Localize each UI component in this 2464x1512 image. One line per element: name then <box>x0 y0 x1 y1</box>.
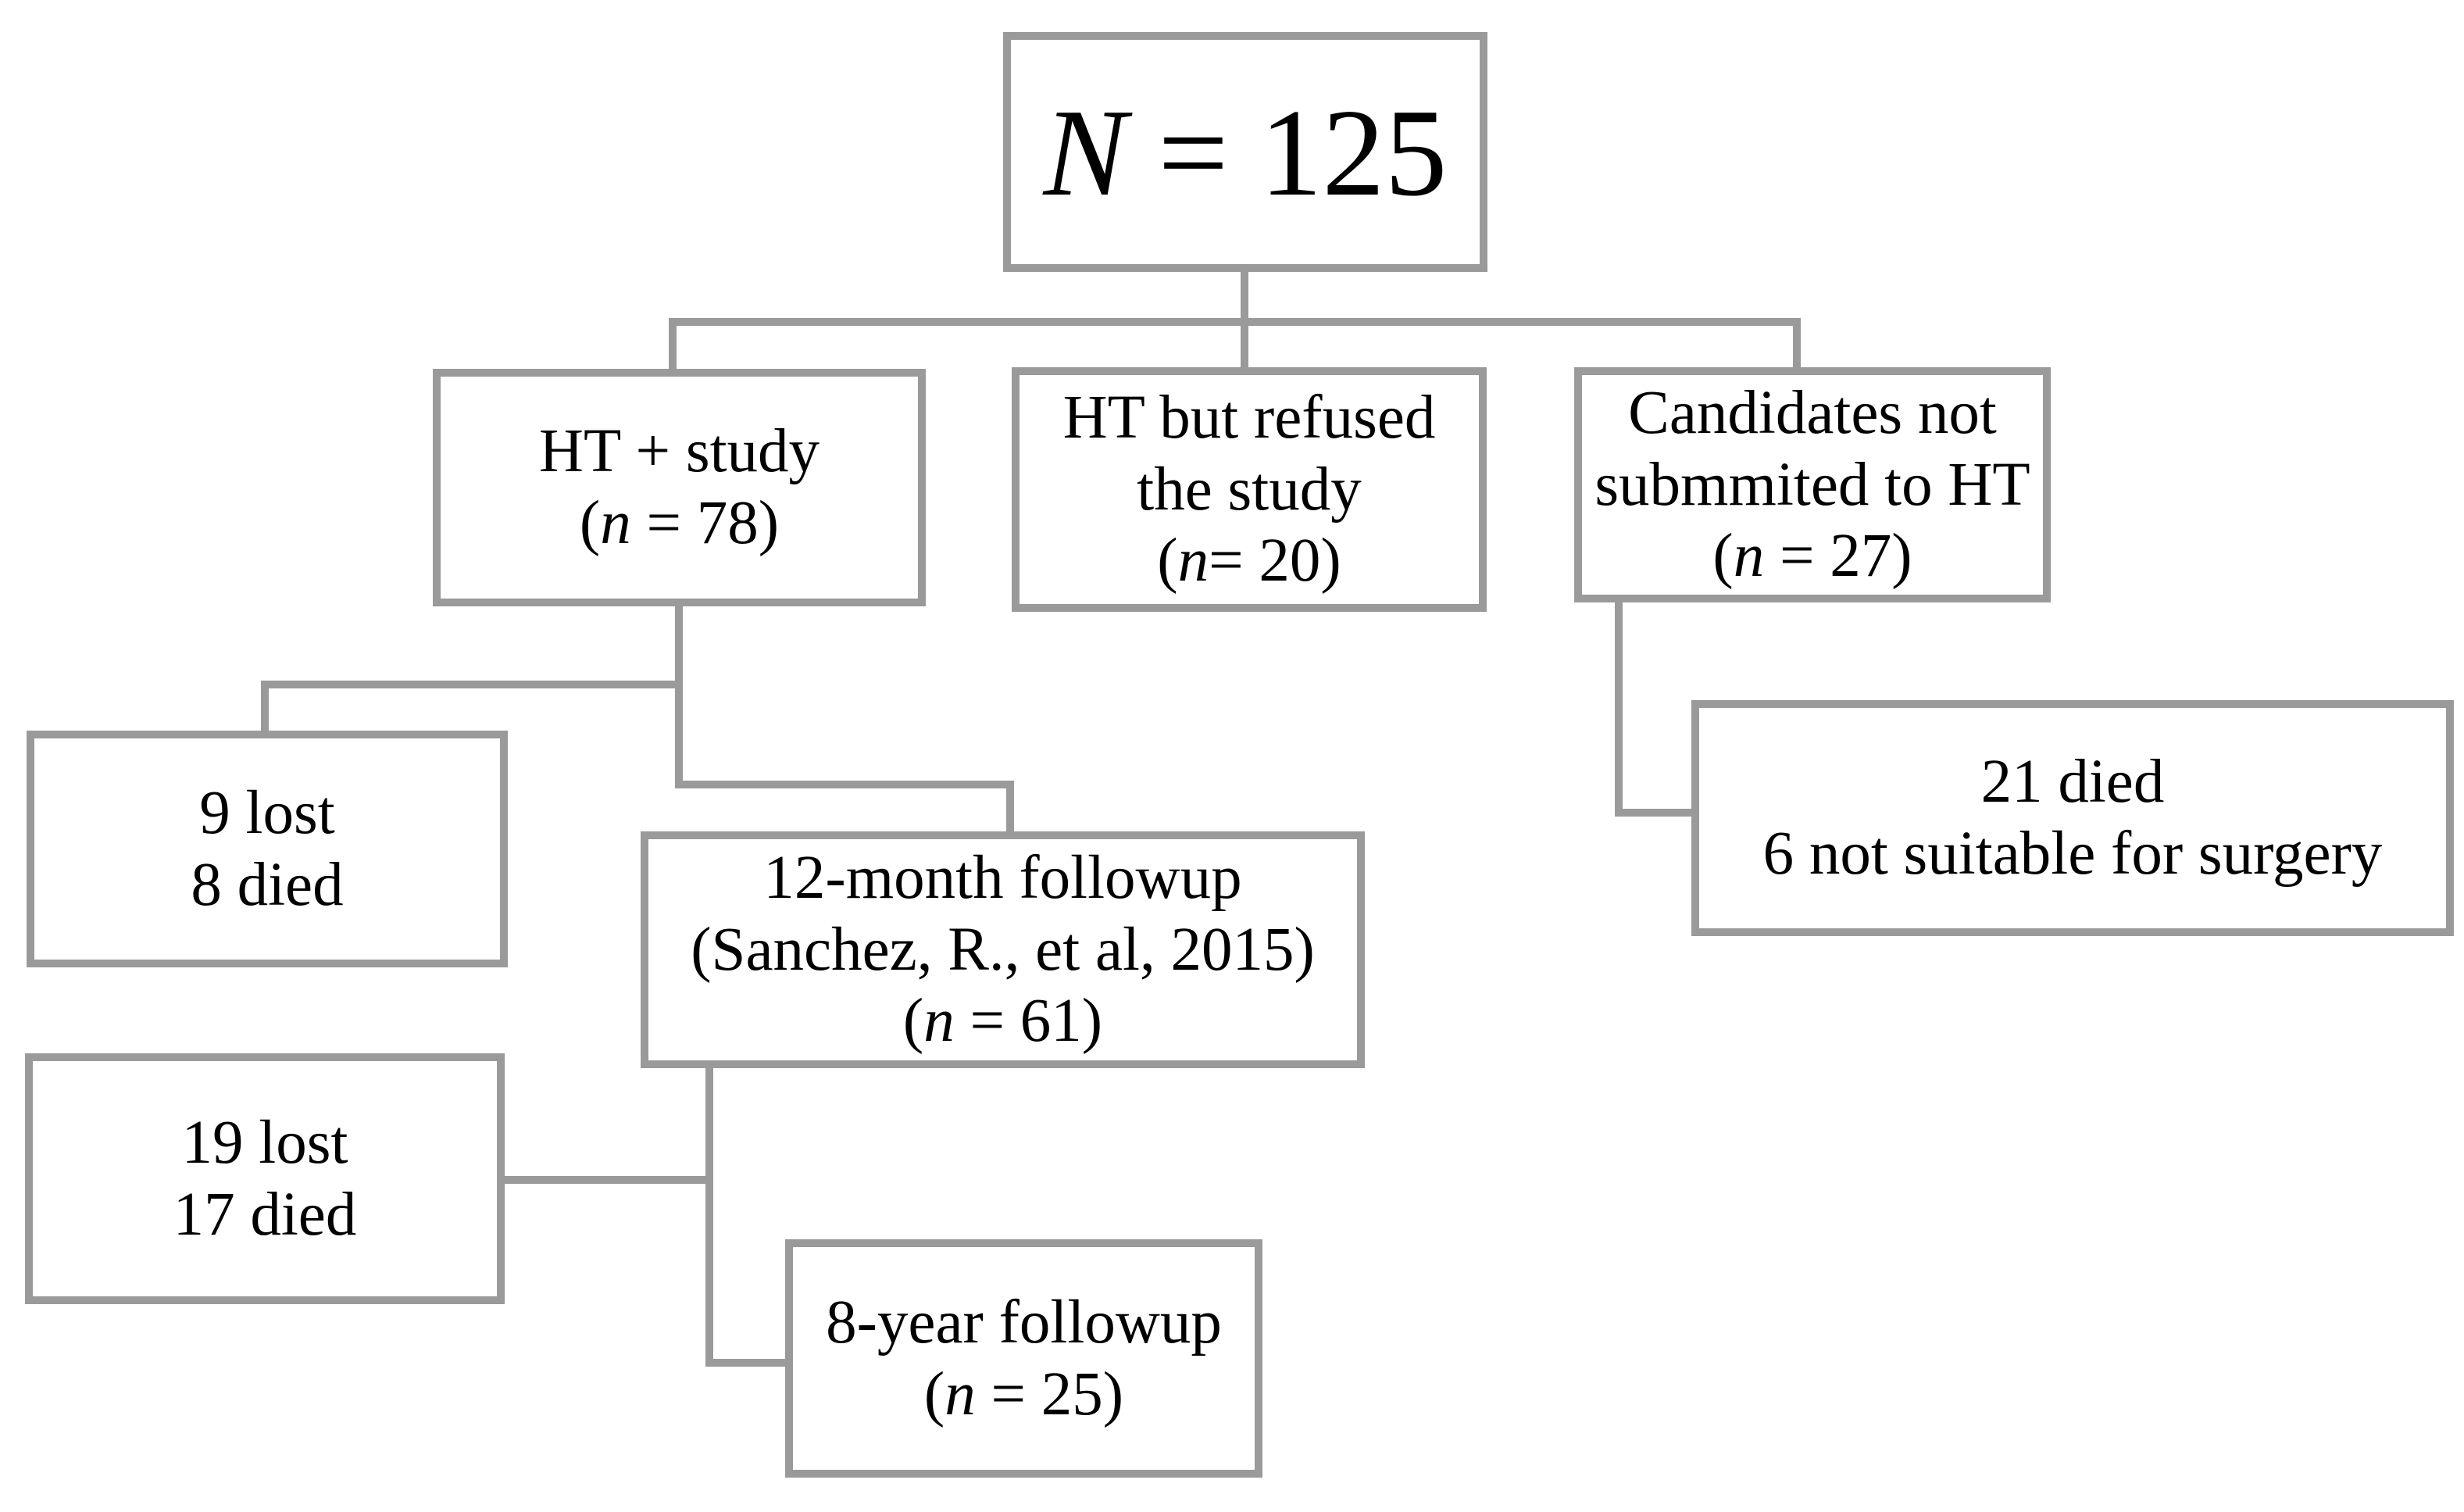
connector-bus-to-candidates <box>1793 318 1801 367</box>
connector-12month-down <box>705 1068 713 1367</box>
box-text-line: 8-year followup <box>826 1288 1222 1357</box>
box-text-line: (n = 78) <box>579 489 780 557</box>
connector-ht-study-down <box>675 606 683 788</box>
connector-candidates-down <box>1615 602 1623 817</box>
box-text-line: 9 lost <box>199 778 335 847</box>
box-text-line: (Sanchez, R., et al, 2015) <box>691 915 1315 984</box>
box-text-line: 21 died <box>1980 748 2165 817</box>
box-text-line: 6 not suitable for surgery <box>1762 820 2383 888</box>
box-text-line: submmited to HT <box>1594 450 2030 519</box>
box-text-line: Candidates not <box>1628 379 1997 448</box>
box-text-line: 8 died <box>191 850 344 919</box>
box-text-line: (n = 25) <box>923 1360 1124 1428</box>
box-text-line: (n = 27) <box>1712 522 1912 591</box>
box-text-line: 17 died <box>173 1180 357 1249</box>
box-8-year-followup: 8-year followup(n = 25) <box>785 1239 1262 1478</box>
box-text-line: 12-month followup <box>763 844 1242 913</box>
box-text-line: 19 lost <box>181 1108 348 1177</box>
box-text-line: N = 125 <box>1043 82 1448 222</box>
connector-to-lost19-horizontal <box>505 1176 713 1184</box>
connector-to-21died-horizontal <box>1615 809 1691 817</box>
connector-12month-drop <box>1006 781 1014 831</box>
box-text-line: (n = 61) <box>902 987 1103 1056</box>
box-text-line: HT + study <box>538 417 820 486</box>
box-12-month-followup: 12-month followup(Sanchez, R., et al, 20… <box>641 831 1365 1068</box>
connector-to-12month-horizontal <box>675 781 1014 788</box>
box-text-line: HT but refused <box>1062 384 1436 452</box>
connector-branch-bus <box>669 318 1801 326</box>
connector-lost9-drop <box>261 681 269 731</box>
box-total-patients: N = 125 <box>1003 32 1487 272</box>
box-ht-plus-study: HT + study(n = 78) <box>433 369 926 606</box>
connector-to-8year-horizontal <box>705 1359 785 1367</box>
box-text-line: (n= 20) <box>1157 527 1341 595</box>
box-text-line: the study <box>1137 455 1362 524</box>
connector-bus-to-ht-study <box>669 318 677 369</box>
connector-to-lost9-horizontal <box>261 681 683 688</box>
